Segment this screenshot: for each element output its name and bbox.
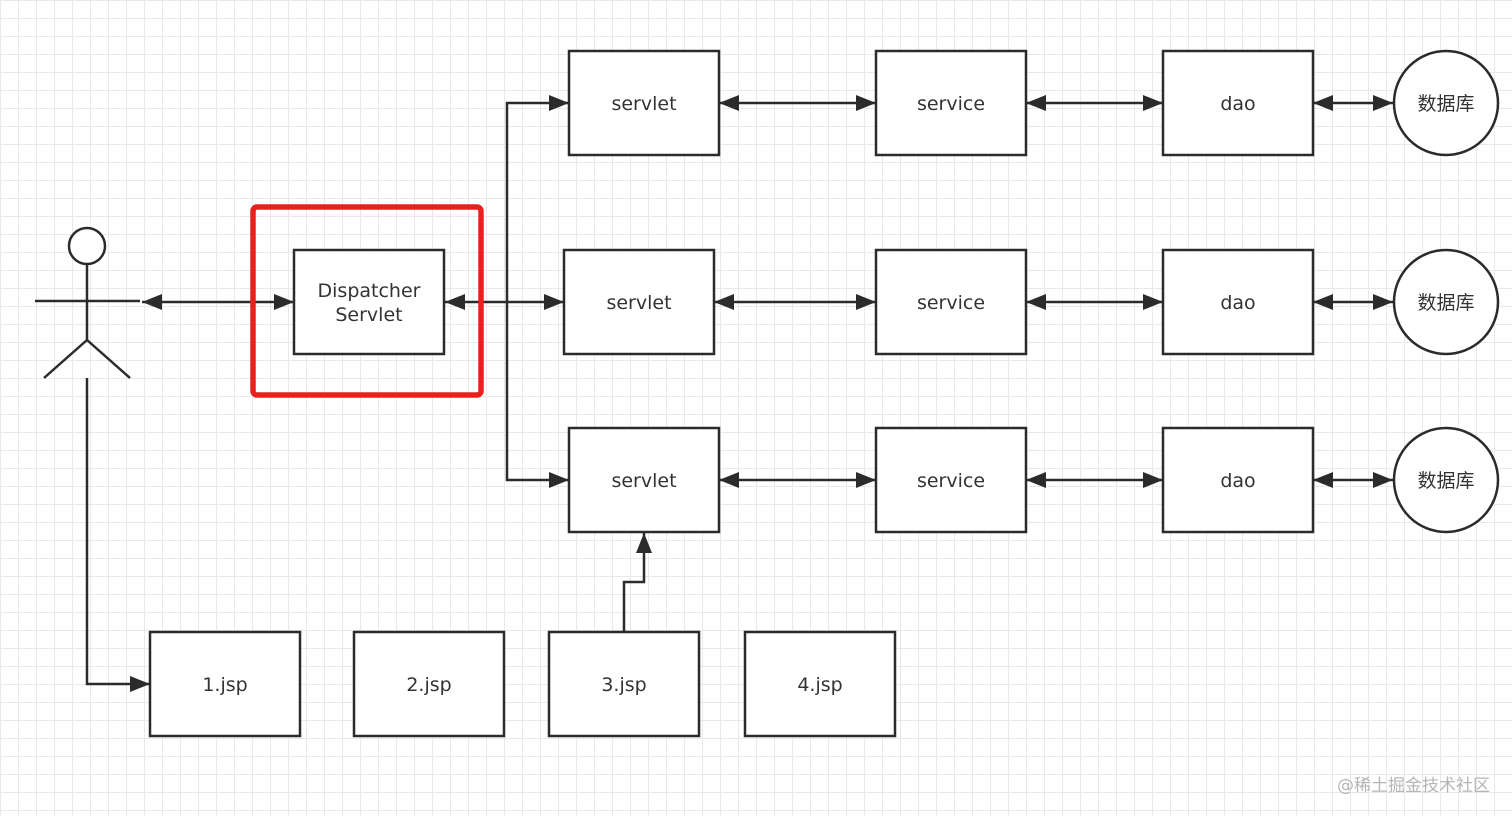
- database-node-row3: 数据库: [1392, 426, 1500, 534]
- servlet-box-row1: servlet: [567, 49, 721, 157]
- database-label: 数据库: [1417, 470, 1474, 492]
- servlet-box-row2: servlet: [562, 248, 716, 356]
- highlight-frame: [250, 204, 484, 398]
- jsp-box-3: 3.jsp: [547, 630, 701, 738]
- dao-box-row3: dao: [1161, 426, 1315, 534]
- jsp-label: 4.jsp: [797, 674, 842, 696]
- service-label: service: [917, 470, 985, 492]
- jsp-box-2: 2.jsp: [352, 630, 506, 738]
- servlet-label: servlet: [611, 93, 676, 115]
- servlet-label: servlet: [611, 470, 676, 492]
- servlet-box-row3: servlet: [567, 426, 721, 534]
- service-box-row2: service: [874, 248, 1028, 356]
- jsp-label: 3.jsp: [601, 674, 646, 696]
- watermark: @稀土掘金技术社区: [1337, 776, 1490, 796]
- dao-label: dao: [1220, 93, 1255, 115]
- dispatcher-label-line1: Dispatcher: [318, 280, 421, 302]
- service-label: service: [917, 292, 985, 314]
- dispatcher-servlet-box: Dispatcher Servlet: [292, 248, 446, 356]
- jsp-box-4: 4.jsp: [743, 630, 897, 738]
- jsp3-servlet3-connector: [622, 533, 652, 632]
- jsp-box-1: 1.jsp: [148, 630, 302, 738]
- service-box-row1: service: [874, 49, 1028, 157]
- jsp-label: 2.jsp: [406, 674, 451, 696]
- jsp-label: 1.jsp: [202, 674, 247, 696]
- database-label: 数据库: [1417, 93, 1474, 115]
- service-label: service: [917, 93, 985, 115]
- database-node-row2: 数据库: [1392, 248, 1500, 356]
- database-label: 数据库: [1417, 292, 1474, 314]
- branch-servlet1-connector: [505, 95, 569, 302]
- dao-box-row1: dao: [1161, 49, 1315, 157]
- user-actor-icon: [35, 226, 140, 379]
- branch-servlet3-connector: [505, 302, 569, 488]
- dispatcher-label-line2: Servlet: [335, 304, 402, 326]
- dao-box-row2: dao: [1161, 248, 1315, 356]
- service-box-row3: service: [874, 426, 1028, 534]
- database-node-row1: 数据库: [1392, 49, 1500, 157]
- dao-label: dao: [1220, 292, 1255, 314]
- actor-jsp1-connector: [85, 378, 150, 692]
- servlet-label: servlet: [606, 292, 671, 314]
- dao-label: dao: [1220, 470, 1255, 492]
